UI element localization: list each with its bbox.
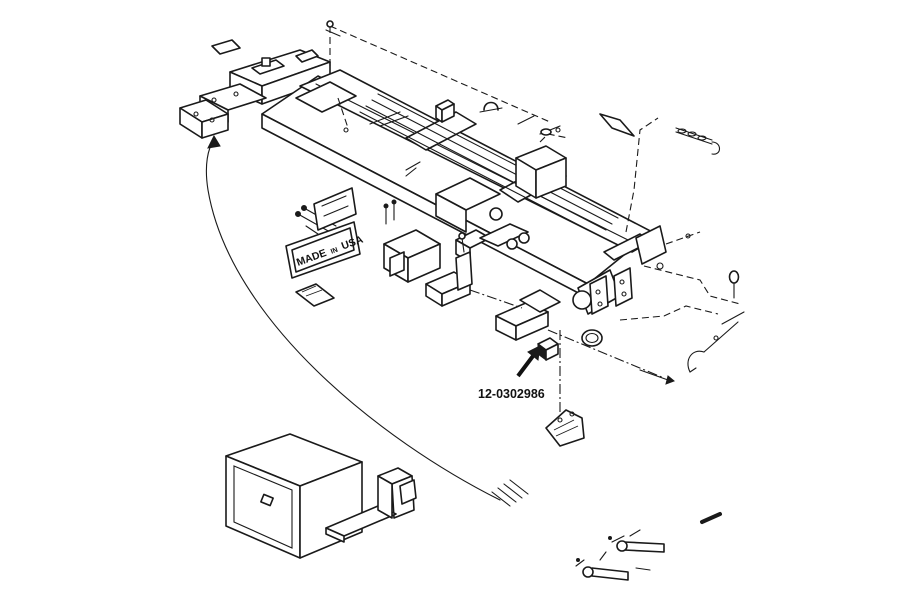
- hitch-pin: [639, 369, 675, 385]
- decal-strip: [599, 113, 635, 137]
- safety-chain: [675, 127, 721, 155]
- jack-foot: [545, 409, 585, 447]
- hitch-receiver-center: [495, 289, 561, 341]
- frame-fittings: [343, 99, 691, 239]
- hitch-receiver-left: [425, 232, 473, 307]
- part-number-label: 12-0302986: [478, 387, 545, 401]
- nameplate-bracket: [313, 187, 357, 231]
- locking-ring: [581, 329, 603, 347]
- hinge-pins: [575, 529, 665, 581]
- rubber-pad: [295, 283, 335, 307]
- safety-clip: [687, 311, 745, 373]
- eye-bolt: [728, 270, 740, 299]
- top-alignment-dash: [325, 20, 551, 129]
- nameplate-in: IN: [330, 247, 339, 256]
- callout-arrow: [516, 345, 541, 378]
- small-pin: [700, 512, 722, 524]
- leader-line-curve: [205, 134, 529, 507]
- center-housing: [405, 145, 567, 263]
- toolbox-mount-bracket: [325, 467, 417, 543]
- upper-mount-bracket: [179, 39, 331, 139]
- center-axis-lines: [469, 289, 665, 420]
- made-in-usa-plate: MADE IN USA: [285, 221, 365, 279]
- receiver-box: [383, 199, 441, 283]
- callout-part-block: [537, 337, 559, 361]
- toolbox: [225, 433, 363, 559]
